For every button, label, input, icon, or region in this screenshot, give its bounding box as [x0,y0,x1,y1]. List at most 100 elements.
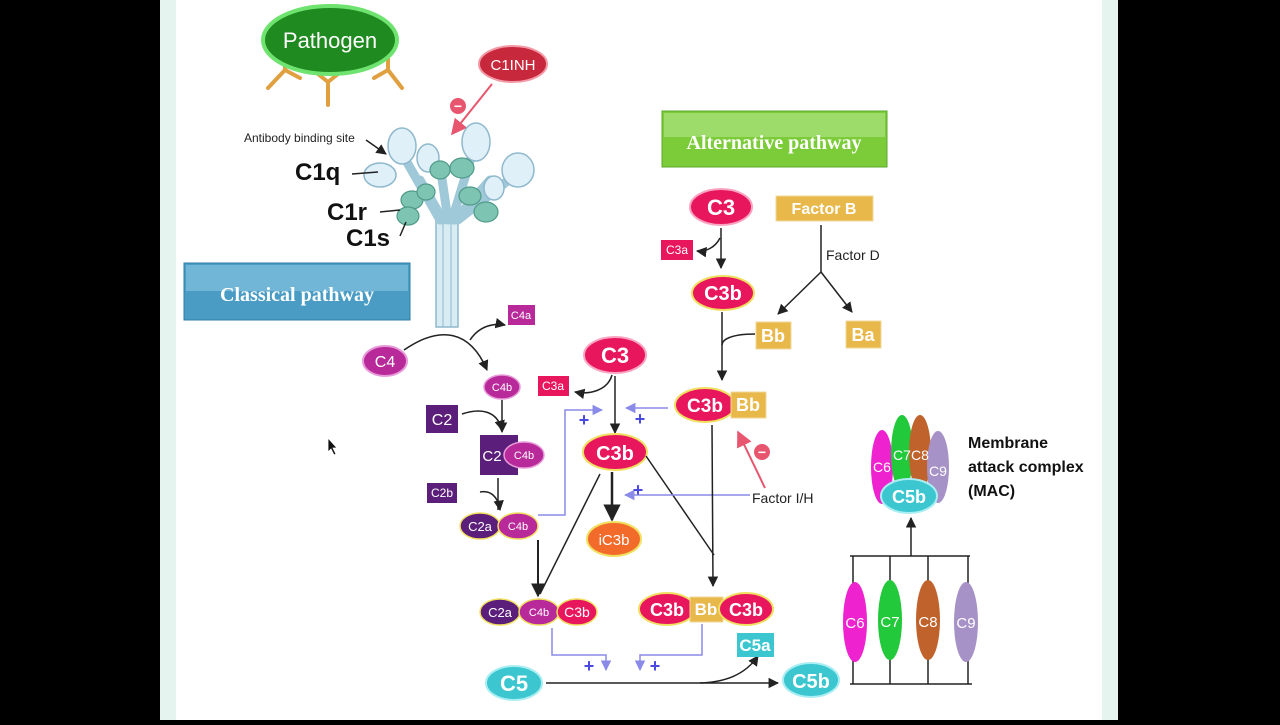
c3b-central-label: C3b [596,443,634,465]
mac-c5b-label: C5b [892,487,926,507]
alt-convertase-to-c5-arrow [707,424,719,588]
c3a-alternative-node [661,240,693,260]
c3a-classical-node [538,376,569,396]
c5-label: C5 [500,671,528,696]
c3-convertase-c4b-label: C4b [508,521,528,533]
c5-convertase-alt-c3b-left-label: C3b [650,600,684,620]
mac-c8-label: C8 [911,447,929,463]
mac-c7-label: C7 [893,447,911,463]
c2-c4b-ellipse [503,441,545,469]
factor-b-to-ba-arrow [820,271,853,313]
mac-c9-label: C9 [929,463,947,479]
alt-c3-convertase-c3b-label: C3b [687,396,723,417]
c4a-release-arrow [469,318,507,341]
alt-c3-convertase-bb [730,391,767,419]
c1inh-label: C1INH [490,57,535,74]
c5-node [485,665,543,701]
c1r-label: C1r [327,199,367,226]
antibody-binding-site-label: Antibody binding site [244,131,355,145]
c4-node [362,345,408,377]
pathogen-ellipse [261,4,399,76]
c5-convertase-alt-c3b-right [718,592,774,626]
c1inh-ellipse [478,45,548,83]
c1-complex-icon [363,122,535,328]
c3-alternative-label: C3 [707,195,735,220]
c2b-node [427,483,457,503]
c2b-release-arrow [479,490,504,512]
classical-c5-feed-arrow [551,628,612,672]
classical-pathway-label: Classical pathway [220,284,374,306]
factor-b-label: Factor B [792,201,857,218]
c5a-release-arrow [699,655,759,684]
c9-label: C9 [956,615,975,632]
c3b-alternative-node [691,275,755,311]
c4a-node [508,305,535,325]
factor-b-node [775,195,874,222]
c5a-label: C5a [739,636,771,655]
factor-ih-label: Factor I/H [752,490,813,506]
c3-classical-node [583,336,647,374]
factor-ih-minus-badge [754,444,770,460]
c3a-alt-release-arrow [695,237,721,258]
c3b-alternative-label: C3b [704,283,742,305]
c8-label: C8 [918,614,937,631]
c4-cleavage-arrow [403,334,489,371]
factor-ih-inhibition-arrow [737,430,766,489]
antibody-icons [266,56,404,107]
ic3b-label: iC3b [599,532,630,549]
alternative-c5-plus: + [650,656,661,676]
c3-convertase-c2a-label: C2a [468,519,493,534]
c2-label: C2 [432,412,453,429]
c5b-label: C5b [792,671,830,693]
bb-label: Bb [761,326,785,346]
c3-alternative-node [689,188,753,226]
c1s-label: C1s [346,225,390,252]
antibody-site-pointer [365,139,387,155]
factor-ih-minus-sign: − [758,444,766,460]
c7-label: C7 [880,614,899,631]
c1q-label: C1q [295,159,340,186]
alt-c3-convertase-bb-label: Bb [736,395,760,415]
c2-c4b-c2-label: C2 [482,448,501,465]
c4b-label: C4b [492,382,512,394]
c5a-node [737,633,774,657]
alternative-feedback-plus: + [635,409,646,429]
c5-convertase-classical-c3b-label: C3b [564,604,590,620]
c4-label: C4 [375,354,396,371]
c3-classical-label: C3 [601,343,629,368]
c6-node [843,582,867,662]
mac-title-line3: (MAC) [968,483,1015,500]
pathogen-label: Pathogen [283,28,377,53]
ic3b-node [586,521,642,557]
mac-title-line2: attack complex [968,459,1084,476]
c5-convertase-classical-c3b [556,598,598,626]
ba-node [845,320,882,349]
c5-convertase-classical-c4b-label: C4b [529,607,549,619]
classical-c5-plus: + [584,656,595,676]
alternative-c5-feed-arrow [634,624,703,672]
c3-convertase-c4b [497,512,539,540]
classical-c3-feedback-arrow [538,404,604,516]
alternative-banner-highlight [664,113,885,137]
c7-node [878,580,902,660]
c5-convertase-alt-bb-label: Bb [695,600,718,619]
factor-b-to-bb-arrow [777,271,822,315]
c9-node [954,582,978,662]
mac-complex [871,415,949,514]
bb-node [755,321,792,350]
c3a-release-arrow [573,374,613,399]
c1r-pointer [379,209,401,213]
factor-d-label: Factor D [826,247,880,263]
mouse-cursor-icon [327,436,338,456]
c1inh-minus-sign: − [454,98,462,114]
c1s-pointer [399,221,407,237]
c2-c4b-c4b-label: C4b [514,450,534,462]
alternative-pathway-label: Alternative pathway [687,132,862,154]
c2b-label: C2b [431,486,453,500]
mac-c6-label: C6 [873,459,891,475]
c5-convertase-alt-c3b-right-label: C3b [729,600,763,620]
c3a-alternative-label: C3a [666,243,688,257]
c8-node [916,580,940,660]
c5b-node [782,662,840,698]
